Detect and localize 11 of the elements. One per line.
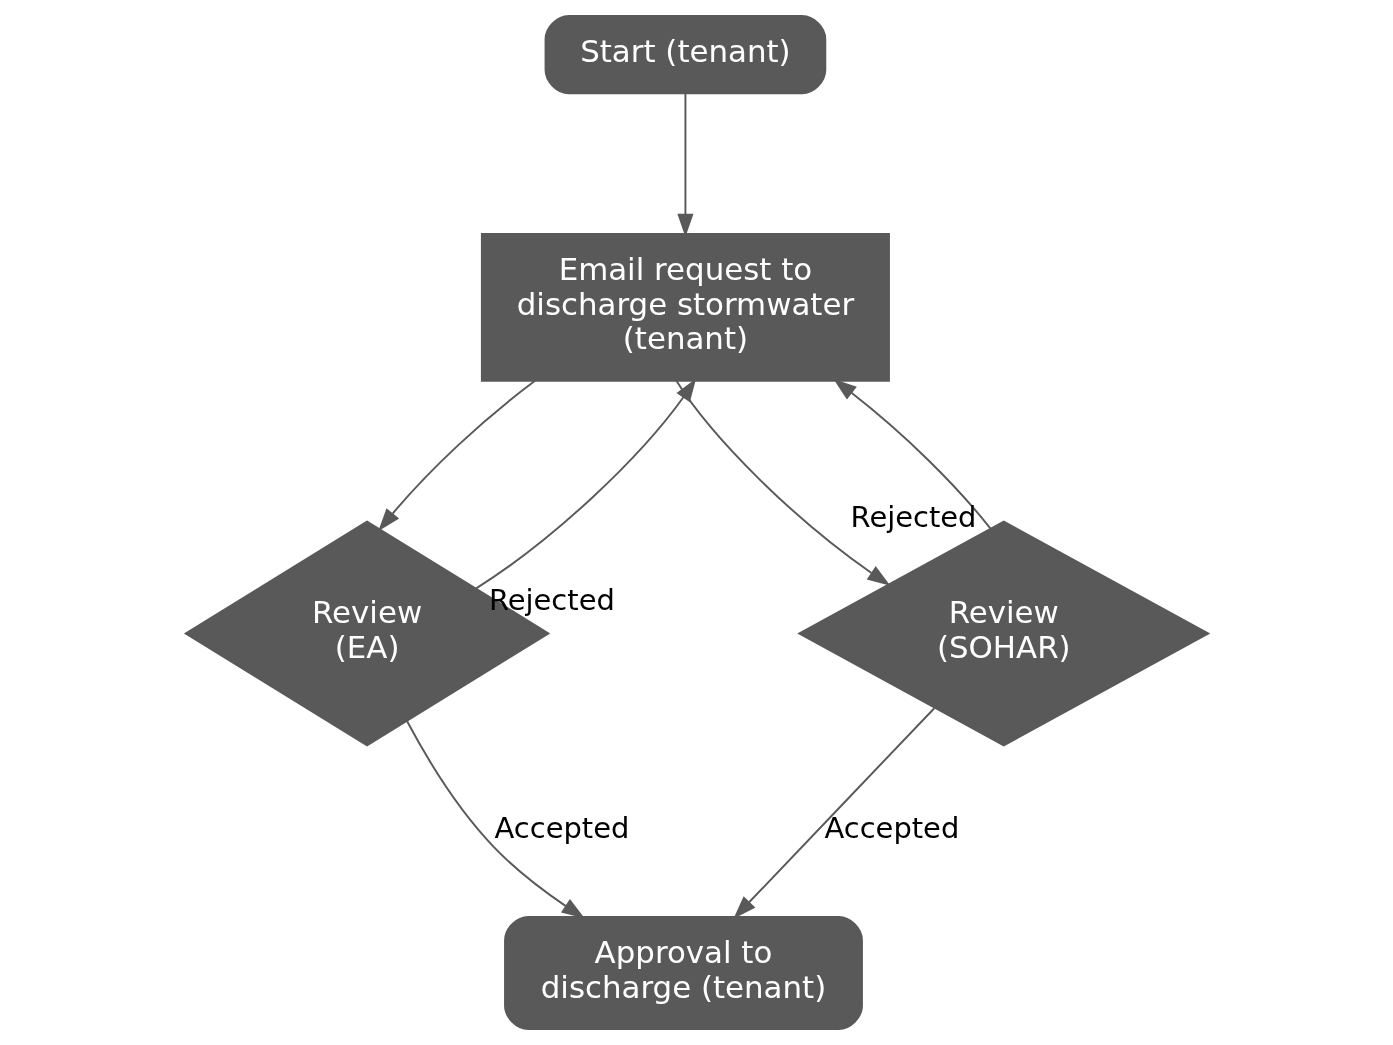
arrow bbox=[474, 378, 696, 590]
node-box: Start (tenant) bbox=[544, 15, 826, 95]
arrow bbox=[405, 720, 585, 919]
node-box: Approval to discharge (tenant) bbox=[503, 916, 863, 1030]
arrow bbox=[377, 379, 536, 532]
arrow bbox=[832, 379, 991, 530]
arrow bbox=[674, 379, 890, 586]
arrow bbox=[732, 707, 935, 919]
edge-label: Accepted bbox=[494, 810, 629, 845]
edge-label: Accepted bbox=[823, 810, 959, 845]
node-box: Email request to discharge stormwater (tenant) bbox=[480, 233, 890, 382]
